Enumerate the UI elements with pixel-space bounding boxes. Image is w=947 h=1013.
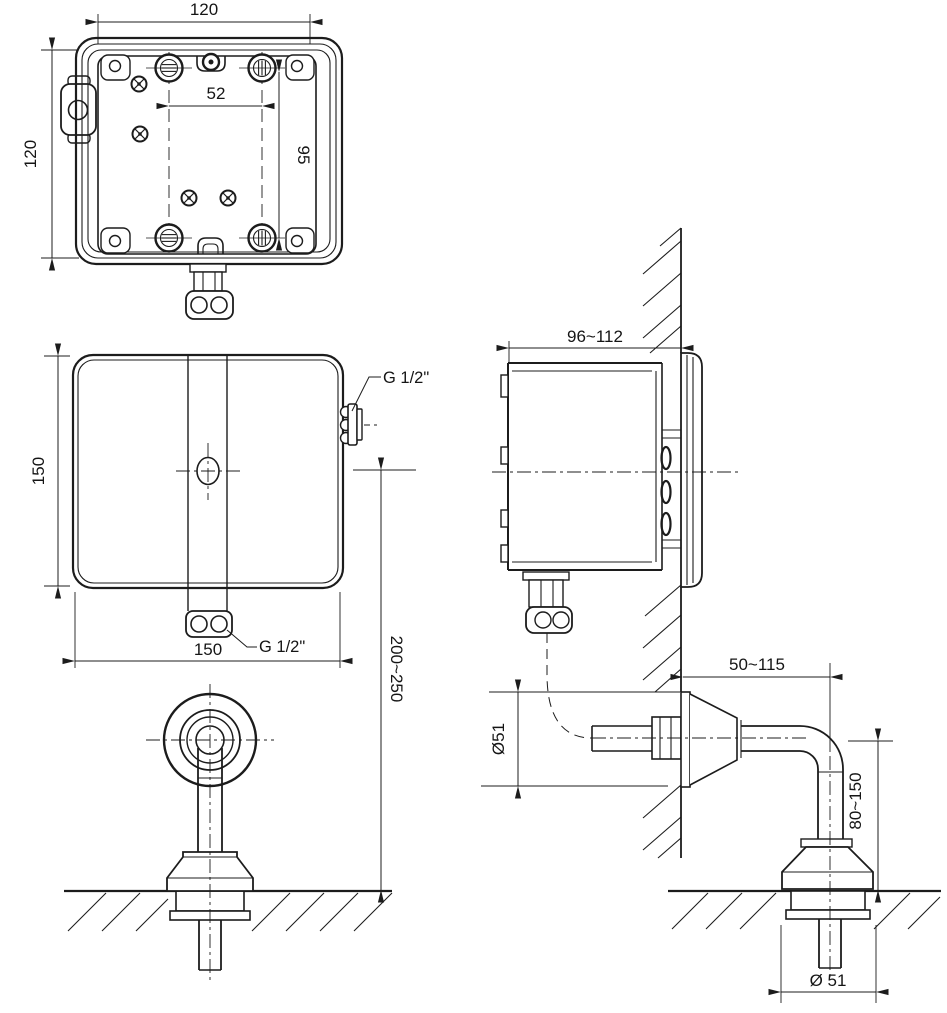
floor-hatching <box>67 892 393 932</box>
label-side-inlet-thread: G 1/2" <box>383 369 429 387</box>
latch <box>60 75 97 144</box>
spout-front-view <box>64 684 393 982</box>
dim-spout-drop-height: 80~150 <box>846 772 865 829</box>
bottom-center-tab <box>197 237 224 254</box>
outlet-fitting-side <box>522 571 573 634</box>
dim-spout-projection: 50~115 <box>729 655 785 674</box>
front-view: G 1/2" G 1/2" 150 150 200~250 <box>29 343 429 903</box>
dim-screw-spacing-vertical: 95 <box>294 146 313 165</box>
floor-escutcheon <box>781 838 874 890</box>
spout-elbow-pipe <box>741 725 844 839</box>
pipe-routing-centerline <box>546 633 593 739</box>
dim-floor-escutcheon-diameter: Ø 51 <box>810 971 847 990</box>
side-inlet-fitting <box>339 403 377 446</box>
dim-width-top: 120 <box>190 0 218 19</box>
dim-center-height-above-floor: 200~250 <box>387 636 406 703</box>
dim-width-bottom: 150 <box>194 640 222 659</box>
wall-side-view: 96~112 <box>492 227 742 859</box>
clip <box>660 479 672 505</box>
thread-labels: G 1/2" G 1/2" <box>226 369 429 656</box>
floor-collar <box>785 890 871 920</box>
wall-hatching <box>642 227 682 859</box>
dim-screw-spacing-horizontal: 52 <box>207 84 226 103</box>
floor-hatching <box>671 892 941 930</box>
dim-height-left: 150 <box>29 457 48 485</box>
spout-side-view: 50~115 Ø51 80~150 Ø 51 <box>481 655 941 1003</box>
side-view-dimensions: 96~112 <box>496 327 694 363</box>
clip <box>660 445 672 471</box>
label-bottom-outlet-thread: G 1/2" <box>259 638 305 656</box>
clip <box>660 511 672 537</box>
bottom-outlet-bracket <box>185 610 233 638</box>
front-view-dimensions: 150 150 200~250 <box>29 343 416 903</box>
back-view-dimensions: 120 120 52 95 <box>21 0 323 271</box>
bottom-outlet-fitting <box>185 263 234 320</box>
dim-recess-depth: 96~112 <box>567 327 623 346</box>
back-view: 120 120 52 95 <box>21 0 344 320</box>
dim-wall-escutcheon-diameter: Ø51 <box>489 723 508 755</box>
spout-side-dimensions: 50~115 Ø51 80~150 Ø 51 <box>481 655 893 1003</box>
recessed-box-side <box>500 362 681 571</box>
corner-mounting-tabs <box>100 54 315 254</box>
wall-escutcheon <box>680 691 742 788</box>
cover-plate-side <box>680 352 703 588</box>
dim-height-left: 120 <box>21 140 40 168</box>
